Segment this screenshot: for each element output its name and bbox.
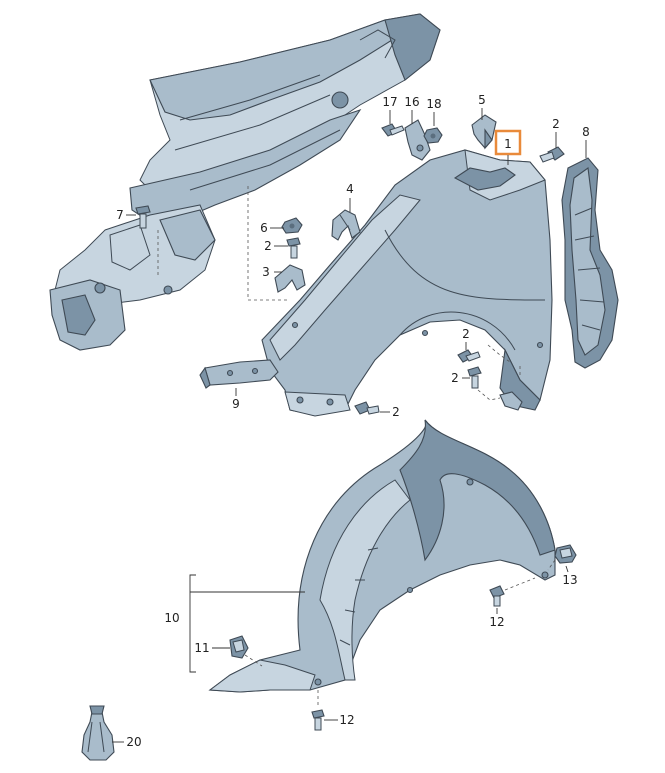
- callout-2-left: 2: [264, 239, 272, 253]
- callout-2-mid-2: 2: [451, 371, 459, 385]
- callout-labels: 1 2 8 5 17 16 18 4 6 2 3 7 2 2 2 9 10 11…: [116, 93, 590, 749]
- part-9-bracket: [199, 359, 279, 389]
- callout-1: 1: [504, 137, 512, 151]
- body-frame-structure: [49, 13, 441, 351]
- callout-3: 3: [262, 265, 270, 279]
- callout-12-bottom: 12: [339, 713, 354, 727]
- callout-2-bottom: 2: [392, 405, 400, 419]
- callout-7: 7: [116, 208, 124, 222]
- part-20-bag: [81, 705, 115, 761]
- callout-13: 13: [562, 573, 577, 587]
- part-1-fender: [261, 149, 553, 417]
- part-18-nut: [423, 127, 443, 144]
- callout-11: 11: [194, 641, 209, 655]
- part-2-bolt-bottom: [354, 401, 380, 415]
- callout-17: 17: [382, 95, 397, 109]
- callout-10: 10: [164, 611, 179, 625]
- part-17-screw: [381, 123, 405, 137]
- part-11-clip: [229, 635, 249, 659]
- part-2-bolt-left: [286, 237, 301, 259]
- part-12-screw-right: [489, 585, 505, 607]
- callout-18: 18: [426, 97, 441, 111]
- callout-12-right: 12: [489, 615, 504, 629]
- part-2-bolt-mid-2: [467, 366, 482, 389]
- part-7-bolt: [135, 205, 151, 229]
- callout-5: 5: [478, 93, 486, 107]
- part-2-bolt-mid-1: [457, 349, 481, 363]
- part-13-clip-nut: [554, 544, 577, 564]
- part-6-nut: [281, 217, 303, 234]
- part-4-clip: [331, 209, 361, 241]
- callout-6: 6: [260, 221, 268, 235]
- part-12-screw-bottom: [311, 709, 325, 731]
- leader-lines: [112, 108, 587, 743]
- part-10-wheelhouse-liner: [208, 419, 556, 693]
- part-8-seal-bracket: [561, 157, 619, 369]
- callout-2-top: 2: [552, 117, 560, 131]
- part-16-bracket: [404, 119, 431, 161]
- part-2-bolt-top: [539, 146, 565, 163]
- callout-20: 20: [126, 735, 141, 749]
- installation-lines: [157, 186, 556, 705]
- highlight-box-part-1: [494, 129, 522, 156]
- callout-9: 9: [232, 397, 240, 411]
- callout-16: 16: [404, 95, 419, 109]
- callout-8: 8: [582, 125, 590, 139]
- part-5-clip: [471, 114, 497, 150]
- callout-4: 4: [346, 182, 354, 196]
- lower-fender-bracket: [499, 391, 523, 411]
- part-3-clip: [274, 264, 306, 293]
- callout-2-mid-1: 2: [462, 327, 470, 341]
